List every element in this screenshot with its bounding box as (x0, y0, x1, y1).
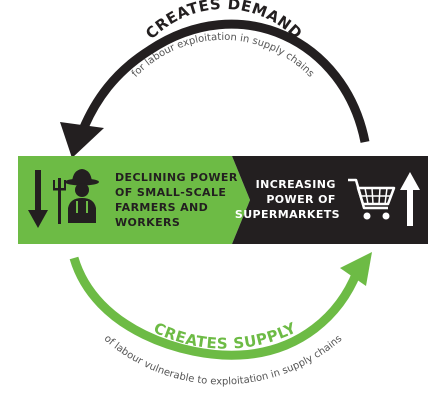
shopping-cart-icon (348, 178, 396, 210)
left-box-line-3: FARMERS AND (115, 201, 208, 214)
farmer-icon (53, 169, 99, 224)
svg-text:INCREASING POWER OF SU: INCREASING POWER OF SUPERMARKETS (235, 178, 340, 221)
bottom-cycle-arc (69, 256, 362, 360)
right-box-line-2: POWER OF (266, 193, 335, 206)
left-box-line-4: WORKERS (115, 216, 180, 229)
right-box (232, 156, 428, 244)
left-box (18, 156, 250, 244)
bottom-arc-arrowhead (340, 252, 372, 286)
top-arc-arrowhead (60, 122, 104, 158)
cart-wheels (363, 212, 390, 220)
svg-text:DECLINING POWER OF SMALL-S: DECLINING POWER OF SMALL-SCALE FARMERS A… (115, 171, 242, 229)
right-box-line-1: INCREASING (256, 178, 336, 191)
farmer-overall-straps (76, 201, 88, 213)
right-box-line-3: SUPERMARKETS (235, 208, 340, 221)
top-cycle-arc (77, 19, 370, 143)
down-arrow-icon (28, 170, 48, 228)
left-box-line-1: DECLINING POWER (115, 171, 238, 184)
up-arrow-icon (400, 172, 420, 226)
left-box-line-2: OF SMALL-SCALE (115, 186, 226, 199)
